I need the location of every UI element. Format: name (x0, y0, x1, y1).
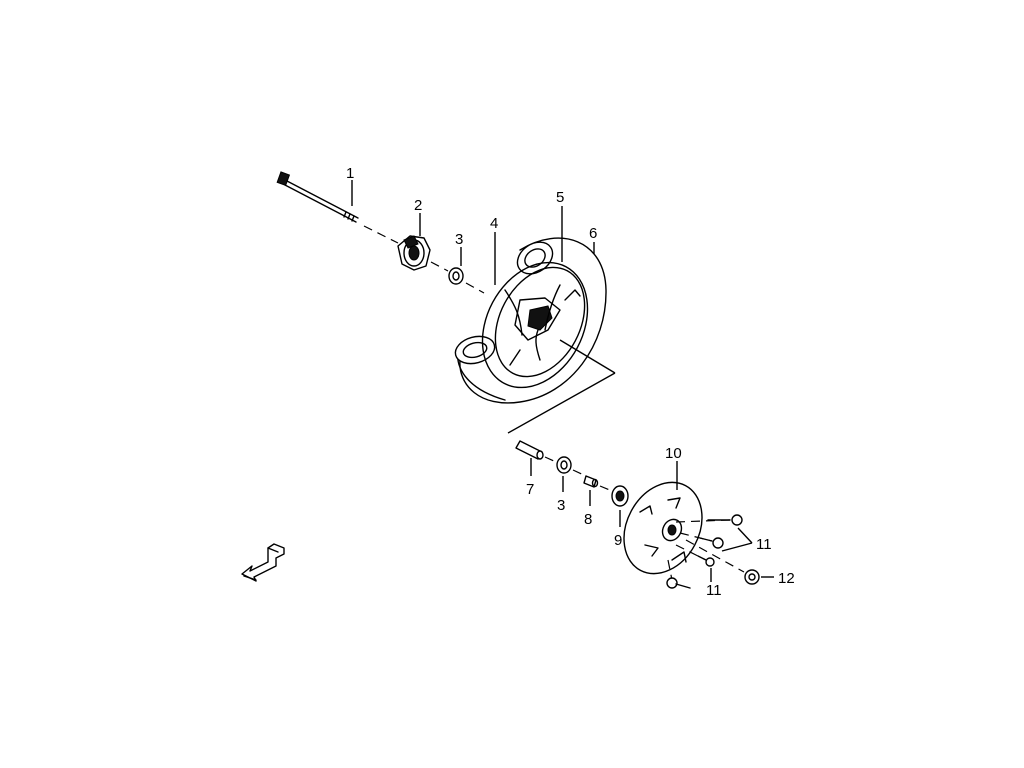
leader-lines (351, 180, 774, 582)
callout-8: 8 (584, 511, 592, 528)
callout-9: 9 (614, 532, 622, 549)
callout-11-right: 11 (756, 536, 772, 553)
callout-labels: 1 2 3 4 5 6 7 3 8 9 10 11 11 12 (346, 165, 795, 599)
part-axle-nut (685, 539, 760, 585)
callout-10: 10 (665, 445, 682, 462)
callout-3-upper: 3 (455, 231, 463, 248)
callout-4: 4 (490, 215, 498, 232)
part-oil-seal (611, 485, 629, 507)
part-axle-spacer (515, 440, 557, 463)
callout-2: 2 (414, 197, 422, 214)
part-bushing-lower (556, 456, 587, 477)
callout-1: 1 (346, 165, 354, 182)
callout-12: 12 (778, 570, 795, 587)
callout-7: 7 (526, 481, 534, 498)
part-brake-disc (623, 481, 703, 575)
part-disc-bolts (666, 514, 743, 589)
part-bushing-upper (448, 267, 485, 294)
callout-11-lower: 11 (706, 582, 722, 599)
direction-arrow-icon (241, 543, 285, 582)
callout-6: 6 (589, 225, 597, 242)
part-axle-bolt (276, 171, 399, 244)
part-gear-housing (397, 235, 449, 272)
part-wheel-assembly (454, 237, 616, 434)
part-collar (583, 475, 613, 492)
callout-3-lower: 3 (557, 497, 565, 514)
callout-5: 5 (556, 189, 564, 206)
